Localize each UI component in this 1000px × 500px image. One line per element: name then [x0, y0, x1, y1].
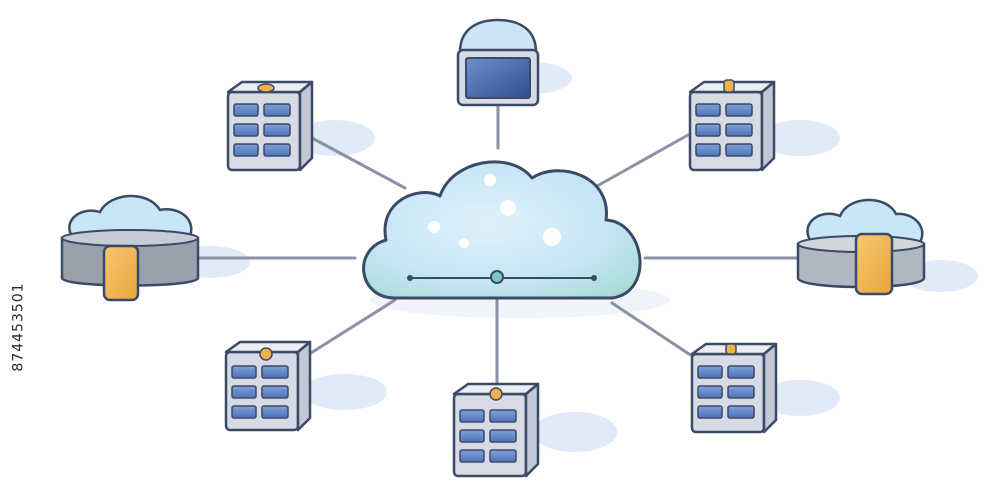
server-node-tl [226, 80, 314, 172]
server-slot [233, 123, 259, 137]
link-server-bl [301, 298, 397, 360]
server-slot [489, 409, 517, 423]
link-server-tr [588, 133, 690, 192]
orange-knob [725, 343, 737, 355]
server-slot [697, 365, 723, 379]
server-slot [725, 103, 753, 117]
server-slot [263, 123, 291, 137]
server-slot [233, 103, 259, 117]
server-slot [695, 103, 721, 117]
server-slot [725, 123, 753, 137]
shadow-server-bc [533, 412, 617, 452]
server-slot [233, 143, 259, 157]
server-slot [489, 449, 517, 463]
server-slot [261, 405, 289, 419]
shadow-server-tl [295, 120, 375, 156]
storage-tag [854, 232, 894, 296]
cloud-bubble [428, 221, 440, 233]
server-slot [695, 143, 721, 157]
orange-knob [257, 83, 275, 93]
orange-knob [489, 387, 503, 401]
orange-knob [723, 79, 735, 93]
server-slot [727, 365, 755, 379]
server-node-bl [224, 340, 312, 432]
server-slot [261, 385, 289, 399]
shadow-server-br [760, 380, 840, 416]
cloud-bubble [500, 200, 516, 216]
server-slot [695, 123, 721, 137]
server-slot [459, 409, 485, 423]
bus-endpoint [591, 275, 597, 281]
orange-knob [259, 347, 273, 361]
server-slot [459, 449, 485, 463]
image-id-label: 874453501 [1, 262, 37, 392]
cloud-bubble [459, 238, 469, 248]
server-slot [231, 405, 257, 419]
server-node-bc [452, 382, 540, 478]
server-slot [725, 143, 753, 157]
storage-tag [102, 244, 140, 302]
server-slot [727, 405, 755, 419]
server-slot [489, 429, 517, 443]
cloud-bubble [484, 174, 496, 186]
cloud-storage-node-left [60, 194, 200, 302]
monitor-node-icon [456, 18, 540, 107]
link-server-tl [310, 136, 407, 190]
server-node-tr [688, 79, 776, 172]
cloud-bubble [543, 228, 561, 246]
server-slot [697, 405, 723, 419]
shadow-server-tr [760, 120, 840, 156]
cloud-hub-icon [362, 160, 642, 300]
server-slot [263, 143, 291, 157]
bus-endpoint [407, 275, 413, 281]
server-slot [459, 429, 485, 443]
server-slot [697, 385, 723, 399]
server-slot [263, 103, 291, 117]
image-id-text: 874453501 [11, 282, 28, 372]
server-node-br [690, 342, 778, 434]
server-slot [231, 365, 257, 379]
shadow-server-bl [303, 374, 387, 410]
server-slot [231, 385, 257, 399]
link-server-br [610, 301, 697, 360]
monitor-screen [465, 57, 531, 99]
bus-hub-node [490, 270, 504, 284]
cloud-storage-node-right [796, 198, 926, 296]
server-slot [727, 385, 755, 399]
server-slot [261, 365, 289, 379]
